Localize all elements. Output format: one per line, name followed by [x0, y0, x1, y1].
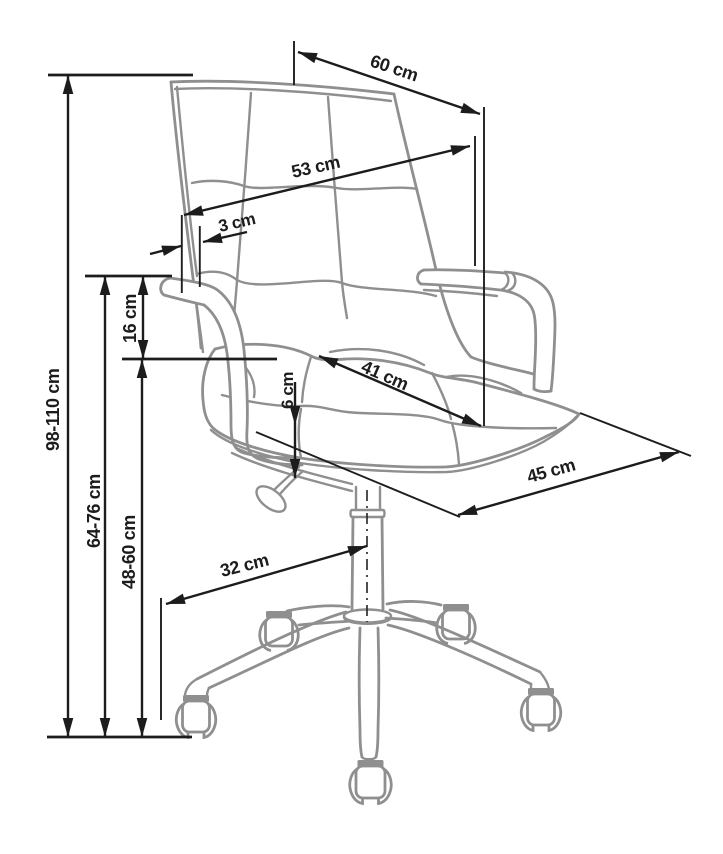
- svg-text:64-76 cm: 64-76 cm: [84, 474, 104, 548]
- svg-text:48-60 cm: 48-60 cm: [119, 515, 139, 589]
- svg-text:16 cm: 16 cm: [120, 294, 140, 343]
- svg-text:98-110 cm: 98-110 cm: [43, 369, 63, 451]
- svg-text:6 cm: 6 cm: [278, 372, 297, 409]
